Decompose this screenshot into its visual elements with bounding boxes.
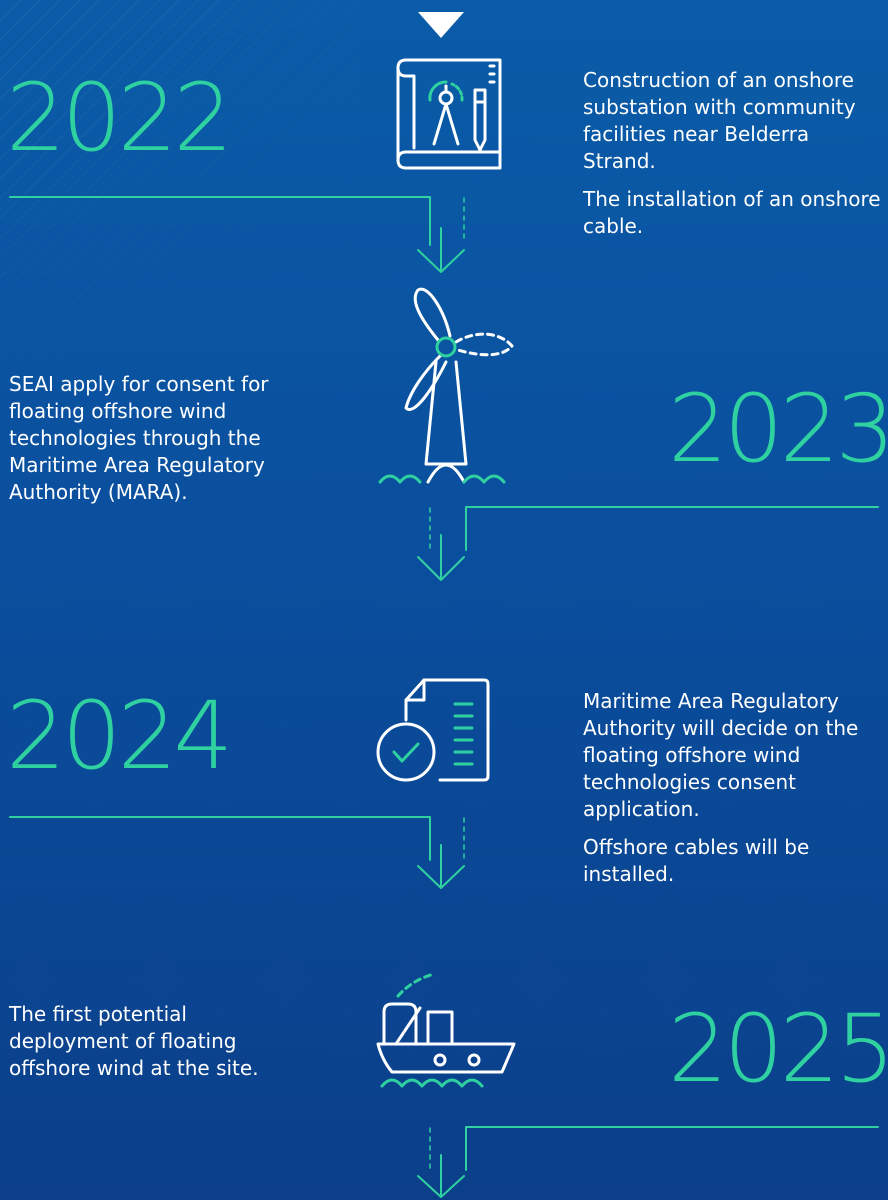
diagonal-hatch-decoration — [0, 0, 360, 360]
description-2022-p1: Construction of an onshore substation wi… — [583, 68, 856, 173]
connector-2024 — [9, 816, 465, 889]
description-2025: The first potential deployment of floati… — [9, 1001, 309, 1093]
connector-2025 — [417, 1126, 879, 1198]
description-2024-p1: Maritime Area Regulatory Authority will … — [583, 689, 859, 821]
year-2025: 2025 — [668, 995, 888, 1104]
description-2025-p1: The first potential deployment of floati… — [9, 1002, 259, 1080]
connector-2022 — [9, 196, 465, 273]
connector-2023 — [417, 506, 879, 581]
description-2022-p2: The installation of an onshore cable. — [583, 187, 881, 238]
year-2022: 2022 — [6, 64, 233, 173]
description-2024-p2: Offshore cables will be installed. — [583, 835, 810, 886]
top-arrow-icon — [418, 12, 464, 38]
floating-vessel-icon — [376, 972, 516, 1088]
description-2022: Construction of an onshore substation wi… — [583, 67, 883, 251]
document-check-icon — [376, 678, 490, 782]
blueprint-compass-icon — [396, 58, 502, 170]
wind-turbine-icon — [378, 287, 514, 484]
description-2023-p1: SEAI apply for consent for floating offs… — [9, 372, 269, 504]
year-2024: 2024 — [6, 682, 233, 791]
year-2023: 2023 — [668, 375, 888, 484]
description-2024: Maritime Area Regulatory Authority will … — [583, 688, 883, 899]
description-2023: SEAI apply for consent for floating offs… — [9, 371, 309, 517]
